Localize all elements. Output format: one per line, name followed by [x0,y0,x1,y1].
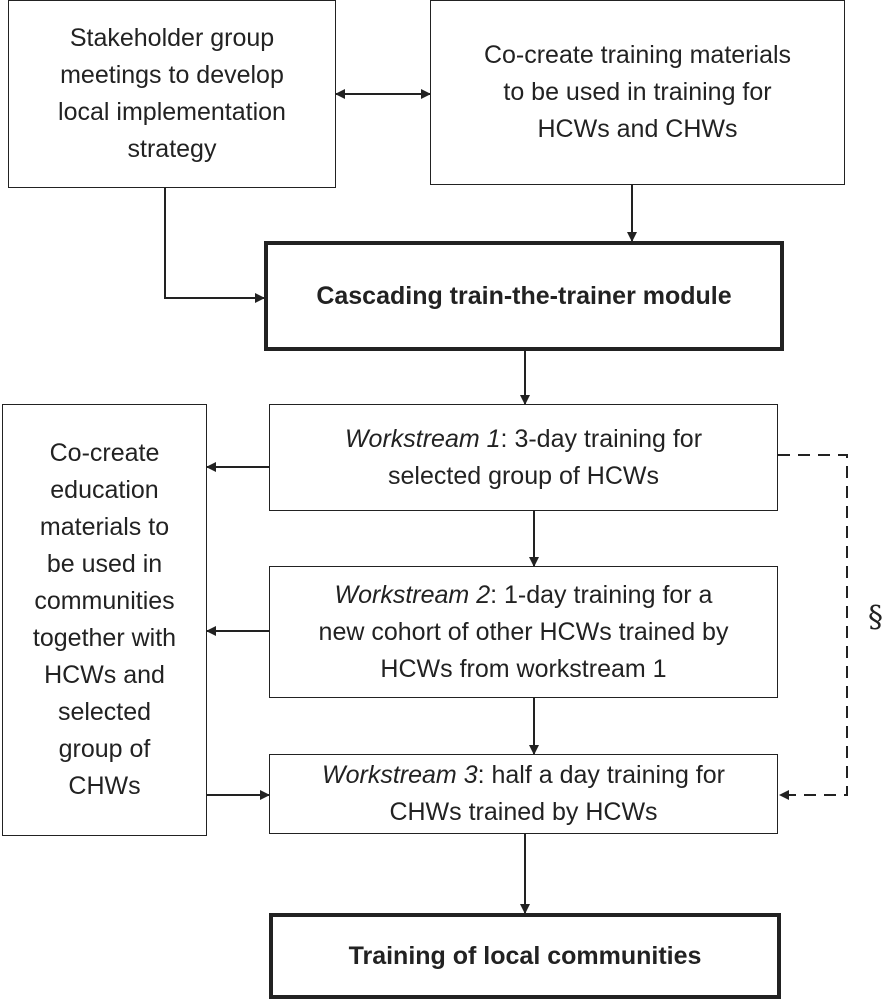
stakeholder-line-2: meetings to develop [60,61,284,89]
education-line-5: communities [34,587,175,615]
workstream-1-line-1: Workstream 1: 3-day training for [345,421,702,458]
workstream-2-desc: : 1-day training for a [490,580,713,609]
workstream-2-title: Workstream 2 [334,580,491,609]
education-line-3: materials to [39,513,170,541]
dashed-arrow-ws1-ws3 [778,454,848,800]
training-local-communities-label: Training of local communities [348,941,702,970]
workstream-1-box: Workstream 1: 3-day training for selecte… [269,404,778,511]
cocreate-training-line-1: Co-create training materials [483,41,792,69]
workstream-1-title: Workstream 1 [344,424,501,453]
education-line-6: together with [32,624,177,652]
education-line-2: education [50,476,159,504]
workstream-2-line-1: Workstream 2: 1-day training for a [335,577,713,614]
arrow-stakeholder-cascading [164,188,265,303]
workstream-3-box: Workstream 3: half a day training for CH… [269,754,778,834]
training-local-communities-box: Training of local communities [269,913,781,999]
workstream-2-box: Workstream 2: 1-day training for a new c… [269,566,778,698]
stakeholder-line-4: strategy [127,135,217,163]
cocreate-training-line-3: HCWs and CHWs [537,115,738,143]
section-mark: § [868,600,883,635]
workstream-2-line-2: new cohort of other HCWs trained by [318,617,729,646]
workstream-2-line-3: HCWs from workstream 1 [380,654,667,683]
stakeholder-meetings-box: Stakeholder group meetings to develop lo… [8,0,336,188]
education-line-1: Co-create [49,439,160,467]
workstream-3-line-2: CHWs trained by HCWs [389,798,658,826]
education-line-8: selected [57,698,152,726]
stakeholder-line-1: Stakeholder group [69,24,275,52]
workstream-3-line-1: Workstream 3: half a day training for [322,757,725,794]
cocreate-training-line-2: to be used in training for [503,78,772,106]
education-line-7: HCWs and [44,661,165,689]
stakeholder-line-3: local implementation [58,98,286,126]
cascading-module-label: Cascading train-the-trainer module [316,281,732,310]
education-materials-box: Co-create education materials to be used… [2,404,207,836]
workstream-1-line-2: selected group of HCWs [388,461,659,490]
cascading-module-box: Cascading train-the-trainer module [264,241,784,351]
education-line-10: CHWs [68,772,141,800]
workstream-1-desc: : 3-day training for [500,424,703,453]
workstream-3-title: Workstream 3 [322,761,478,789]
education-line-4: be used in [46,550,163,578]
cocreate-training-box: Co-create training materials to be used … [430,0,845,185]
workstream-3-desc: : half a day training for [477,761,725,789]
education-line-9: group of [58,735,151,763]
